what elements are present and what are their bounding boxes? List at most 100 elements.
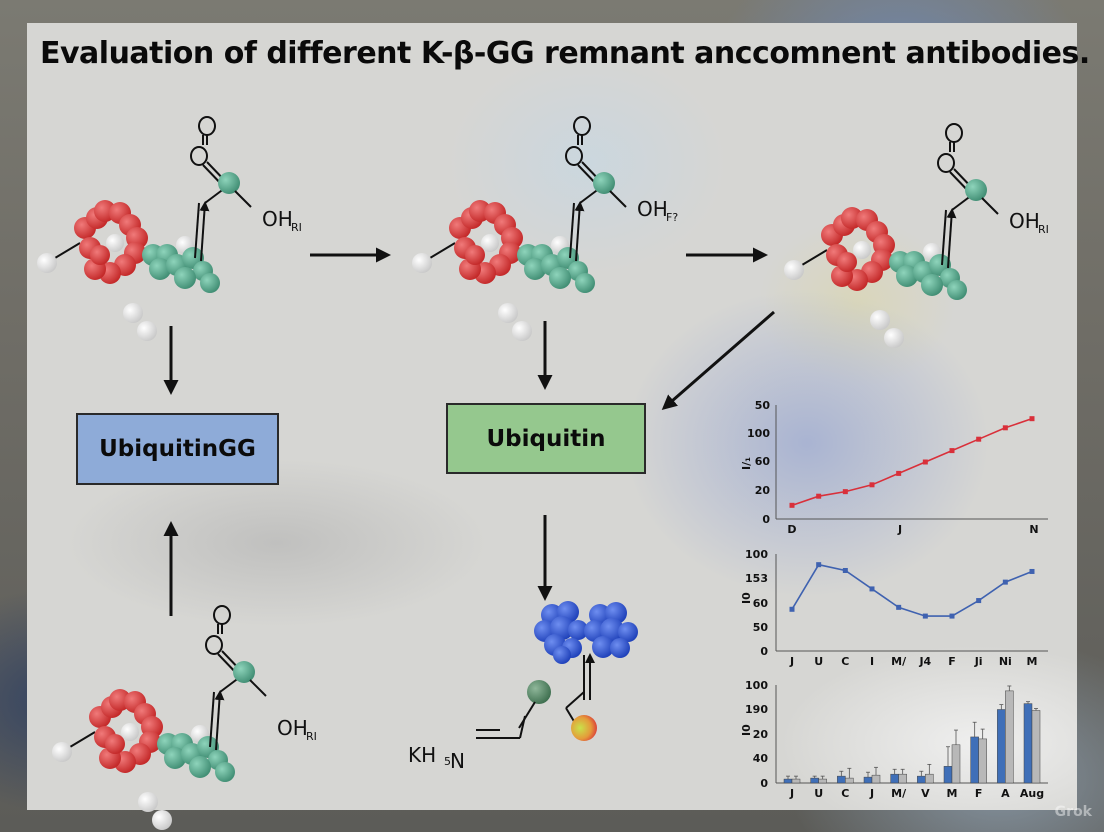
svg-text:J: J: [789, 787, 794, 800]
svg-text:I0: I0: [740, 724, 753, 736]
svg-text:OH: OH: [277, 716, 308, 740]
svg-text:C: C: [841, 655, 849, 668]
svg-text:60: 60: [755, 455, 771, 468]
svg-text:100: 100: [745, 679, 768, 692]
molecule-top-left: OH RI: [37, 117, 302, 341]
oh-label: OH: [262, 207, 293, 231]
svg-text:100: 100: [747, 427, 770, 440]
svg-text:Aug: Aug: [1020, 787, 1044, 800]
data-point: [1002, 425, 1008, 431]
svg-text:0: 0: [762, 513, 770, 526]
bar: [845, 777, 854, 784]
amine-label: KH: [408, 743, 436, 767]
bar: [925, 773, 934, 784]
svg-text:153: 153: [745, 572, 768, 585]
bar: [837, 775, 846, 784]
svg-text:J: J: [869, 787, 874, 800]
svg-text:RI: RI: [291, 221, 302, 234]
svg-text:F: F: [948, 655, 956, 668]
svg-text:M/: M/: [891, 655, 907, 668]
svg-text:Ni: Ni: [999, 655, 1012, 668]
bar: [1005, 690, 1014, 784]
data-point: [976, 436, 982, 442]
bar: [783, 778, 793, 784]
bar: [1031, 710, 1041, 784]
bar: [1023, 703, 1033, 784]
svg-text:20: 20: [755, 484, 771, 497]
data-point: [976, 598, 982, 604]
bar: [863, 776, 873, 784]
svg-text:0: 0: [760, 645, 768, 658]
ubiquitin-label: Ubiquitin: [486, 425, 606, 452]
ubiquitin-box: Ubiquitin: [446, 403, 646, 474]
svg-text:100: 100: [745, 548, 768, 561]
data-point: [789, 606, 795, 612]
svg-text:Ji: Ji: [974, 655, 983, 668]
svg-text:V: V: [921, 787, 930, 800]
blue-cluster-left: [534, 601, 588, 664]
svg-text:D: D: [787, 523, 796, 536]
data-point: [842, 567, 848, 573]
svg-text:OH: OH: [1009, 209, 1040, 233]
data-point: [1002, 579, 1008, 585]
svg-text:50: 50: [755, 399, 771, 412]
svg-text:U: U: [814, 787, 823, 800]
svg-text:20: 20: [753, 728, 769, 741]
bar: [871, 774, 881, 784]
watermark: Grok: [1054, 804, 1092, 820]
data-point: [949, 613, 955, 619]
svg-text:5: 5: [444, 755, 451, 768]
ubiquitingg-box: UbiquitinGG: [76, 413, 279, 485]
bar: [970, 736, 979, 784]
svg-text:N: N: [450, 749, 465, 773]
svg-text:I0: I0: [740, 592, 753, 604]
data-point: [789, 502, 795, 508]
data-point: [842, 489, 848, 495]
svg-text:J: J: [789, 655, 794, 668]
svg-text:I: I: [870, 655, 874, 668]
data-point: [869, 482, 875, 488]
svg-text:U: U: [814, 655, 823, 668]
data-point: [922, 613, 928, 619]
svg-text:J4: J4: [918, 655, 931, 668]
svg-text:M: M: [947, 787, 958, 800]
bar: [810, 777, 819, 784]
svg-text:M/: M/: [891, 787, 907, 800]
bar: [917, 775, 926, 784]
bar: [890, 773, 899, 784]
svg-text:M: M: [1027, 655, 1038, 668]
svg-text:OH: OH: [637, 197, 668, 221]
data-point: [816, 562, 822, 568]
bar: [997, 709, 1006, 784]
chart-blue-line: 100 153 60 50 0 I0 J U C I M/J4 F Ji Ni M: [740, 548, 1048, 668]
ubiquitingg-label: UbiquitinGG: [99, 436, 256, 462]
green-atom: [527, 680, 551, 704]
svg-text:J: J: [897, 523, 902, 536]
bar: [951, 744, 961, 784]
bar: [791, 778, 801, 784]
antibody-structure: KH 5 N: [408, 601, 638, 773]
molecule-top-right: OH RI: [784, 124, 1049, 348]
svg-text:60: 60: [753, 597, 769, 610]
molecule-top-center: OH F?: [412, 117, 678, 341]
data-point: [949, 448, 955, 454]
bar: [943, 766, 953, 784]
svg-text:F?: F?: [666, 211, 678, 224]
bar: [818, 778, 827, 784]
svg-text:C: C: [841, 787, 849, 800]
svg-text:RI: RI: [306, 730, 317, 743]
data-point: [1029, 568, 1035, 574]
svg-text:A: A: [1001, 787, 1010, 800]
blue-cluster-right: [584, 602, 638, 658]
mixed-atom: [571, 715, 597, 741]
svg-text:I/₁: I/₁: [740, 457, 753, 470]
svg-text:50: 50: [753, 621, 769, 634]
chart-red-line: 50 100 60 20 0 I/₁ D J N: [740, 399, 1048, 536]
data-point: [1029, 416, 1035, 422]
data-point: [896, 604, 902, 610]
data-point: [869, 586, 875, 592]
data-point: [896, 470, 902, 476]
molecule-bottom-left: OH RI: [52, 606, 317, 830]
svg-text:190: 190: [745, 703, 768, 716]
